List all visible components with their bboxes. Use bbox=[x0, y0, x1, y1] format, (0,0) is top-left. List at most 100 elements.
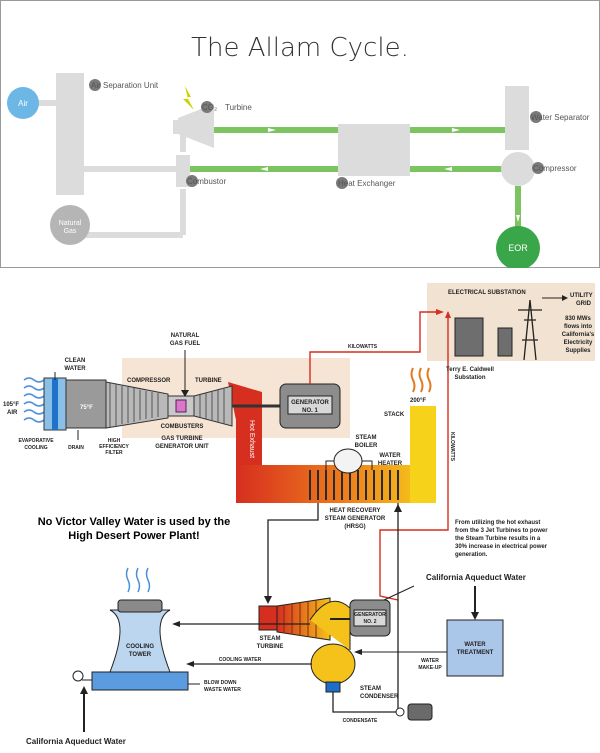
caldwell-label-1: Terry E. Caldwell bbox=[446, 367, 494, 373]
compressor-node bbox=[501, 152, 535, 186]
natural-gas-node bbox=[50, 205, 90, 245]
utility-grid-label-1: UTILITY bbox=[570, 293, 593, 299]
water-treatment-label-1: WATER bbox=[464, 642, 486, 648]
aqueduct-right-arrow bbox=[471, 612, 479, 620]
steam-condenser bbox=[310, 643, 356, 685]
combustor-marker bbox=[186, 175, 198, 187]
steam-condenser-label-2: CONDENSER bbox=[360, 694, 399, 700]
cooling-water-label: COOLING WATER bbox=[219, 657, 262, 663]
makeup-arrow bbox=[354, 649, 362, 655]
substation-label: ELECTRICAL SUBSTATION bbox=[448, 290, 526, 296]
stack-duct bbox=[410, 406, 436, 503]
water-separator-marker bbox=[530, 111, 542, 123]
kilowatts-label-1: KILOWATTS bbox=[348, 344, 378, 350]
steam-turbine-inlet bbox=[258, 605, 278, 631]
air-inlet-waves bbox=[23, 377, 45, 423]
flows-label-3: California's bbox=[562, 332, 595, 338]
combustor-label: Combustor bbox=[187, 177, 226, 186]
turbine-shaft bbox=[173, 120, 180, 134]
caldwell-label-2: Substation bbox=[455, 375, 486, 381]
exhaust-transition bbox=[228, 382, 262, 470]
heat-exchanger-label: Heat Exchanger bbox=[338, 179, 396, 188]
compressor-label: Compressor bbox=[533, 164, 577, 173]
steam-arrow bbox=[264, 596, 272, 604]
cooling-tower-fan bbox=[117, 599, 163, 613]
note-line-4: 30% increase in electrical power bbox=[455, 544, 548, 550]
co2-marker bbox=[201, 101, 213, 113]
gt-unit-label-1: GAS TURBINE bbox=[161, 436, 202, 442]
steam-line bbox=[267, 503, 319, 602]
turbine-label-bottom: TURBINE bbox=[195, 378, 222, 384]
cooling-return-arrow bbox=[172, 621, 180, 627]
substation-bg-panel bbox=[427, 283, 595, 361]
gt-bg-panel bbox=[122, 358, 350, 438]
aqueduct-left-label: California Aqueduct Water bbox=[26, 737, 126, 746]
aqueduct-right-label: California Aqueduct Water bbox=[426, 573, 526, 582]
kw-arrow-2 bbox=[445, 311, 451, 318]
air-label: Air bbox=[18, 99, 28, 108]
heat-exchanger-box bbox=[338, 124, 410, 176]
water-makeup-label-2: MAKE-UP bbox=[418, 665, 442, 671]
evaporative-label-2: COOLING bbox=[24, 445, 47, 451]
generator-2-plate bbox=[353, 609, 387, 627]
kilowatts-line-2 bbox=[379, 312, 449, 601]
compressor-body bbox=[105, 381, 169, 429]
water-separator-box bbox=[505, 86, 529, 150]
note-line-5: generation. bbox=[455, 552, 488, 558]
generator-1-label-1: GENERATOR bbox=[291, 400, 329, 406]
kilowatts-line-1 bbox=[309, 311, 440, 384]
note-line-1: From utilizing the hot exhaust bbox=[455, 520, 540, 526]
compressor-label-bottom: COMPRESSOR bbox=[127, 378, 171, 384]
stack-heat-icon bbox=[410, 367, 432, 393]
water-treatment-box bbox=[446, 619, 504, 677]
flows-label-2: flows into bbox=[564, 324, 592, 330]
steam-boiler-label-2: BOILER bbox=[355, 443, 378, 449]
cooling-tower bbox=[109, 609, 171, 673]
note-line-2: from the 3 Jet Turbines to power bbox=[455, 528, 548, 534]
hrsg-label-1: HEAT RECOVERY bbox=[329, 508, 380, 514]
feedwater-arrow bbox=[394, 504, 402, 512]
combusters-label: COMBUSTERS bbox=[161, 424, 204, 430]
stack-temp-label: 200°F bbox=[410, 398, 426, 404]
drain-label: DRAIN bbox=[68, 445, 84, 451]
kilowatts-label-2: KILOWATTS bbox=[449, 432, 455, 462]
air-separation-unit bbox=[56, 73, 84, 195]
grid-arrow bbox=[562, 295, 568, 301]
allam-frame bbox=[0, 0, 600, 268]
cooling-tower-label-1: COOLING bbox=[126, 644, 154, 650]
condensate-pump bbox=[407, 703, 433, 721]
hrsg-coils bbox=[309, 470, 399, 500]
natural-gas-fuel-label-2: GAS FUEL bbox=[170, 341, 201, 347]
generator-2 bbox=[349, 599, 391, 637]
cooling-tower-label-2: TOWER bbox=[129, 652, 152, 658]
stack-label: STACK bbox=[384, 412, 405, 418]
combuster-flame bbox=[175, 399, 187, 413]
air-node bbox=[7, 87, 39, 119]
heat-exchanger-marker bbox=[336, 177, 348, 189]
generator-1-plate bbox=[287, 395, 333, 415]
air-temp-label: 105°F bbox=[3, 402, 19, 408]
flow-arrows bbox=[260, 128, 520, 222]
clean-water-feed bbox=[52, 378, 58, 430]
turbine-body bbox=[193, 385, 233, 427]
aqueduct-valve-icon bbox=[72, 670, 84, 682]
aqueduct-left-arrow bbox=[80, 686, 88, 694]
condenser-hotwell bbox=[325, 681, 341, 693]
cooling-basin bbox=[91, 671, 189, 691]
filter-label-2: EFFICIENCY bbox=[99, 444, 129, 450]
steam-turbine-blades bbox=[283, 600, 317, 638]
condensate-line bbox=[332, 692, 398, 713]
condensate-label: CONDENSATE bbox=[343, 718, 378, 724]
fuel-arrow bbox=[181, 390, 189, 397]
allam-cycle-diagram: The Allam Cycle. Air Air Separation Unit… bbox=[0, 0, 600, 268]
kw-arrow-1 bbox=[436, 309, 444, 315]
no-water-headline-1: No Victor Valley Water is used by the bbox=[38, 516, 231, 528]
turbine-label: Turbine bbox=[225, 103, 252, 112]
allam-title: The Allam Cycle. bbox=[191, 33, 409, 63]
co2-label: CO₂ bbox=[202, 103, 217, 112]
no-water-headline-2: High Desert Power Plant! bbox=[68, 530, 199, 542]
flows-label-1: 830 MWs bbox=[565, 316, 591, 322]
transformer-2 bbox=[497, 327, 513, 357]
water-treatment-label-2: TREATMENT bbox=[457, 650, 494, 656]
steam-turbine-body bbox=[276, 597, 331, 641]
